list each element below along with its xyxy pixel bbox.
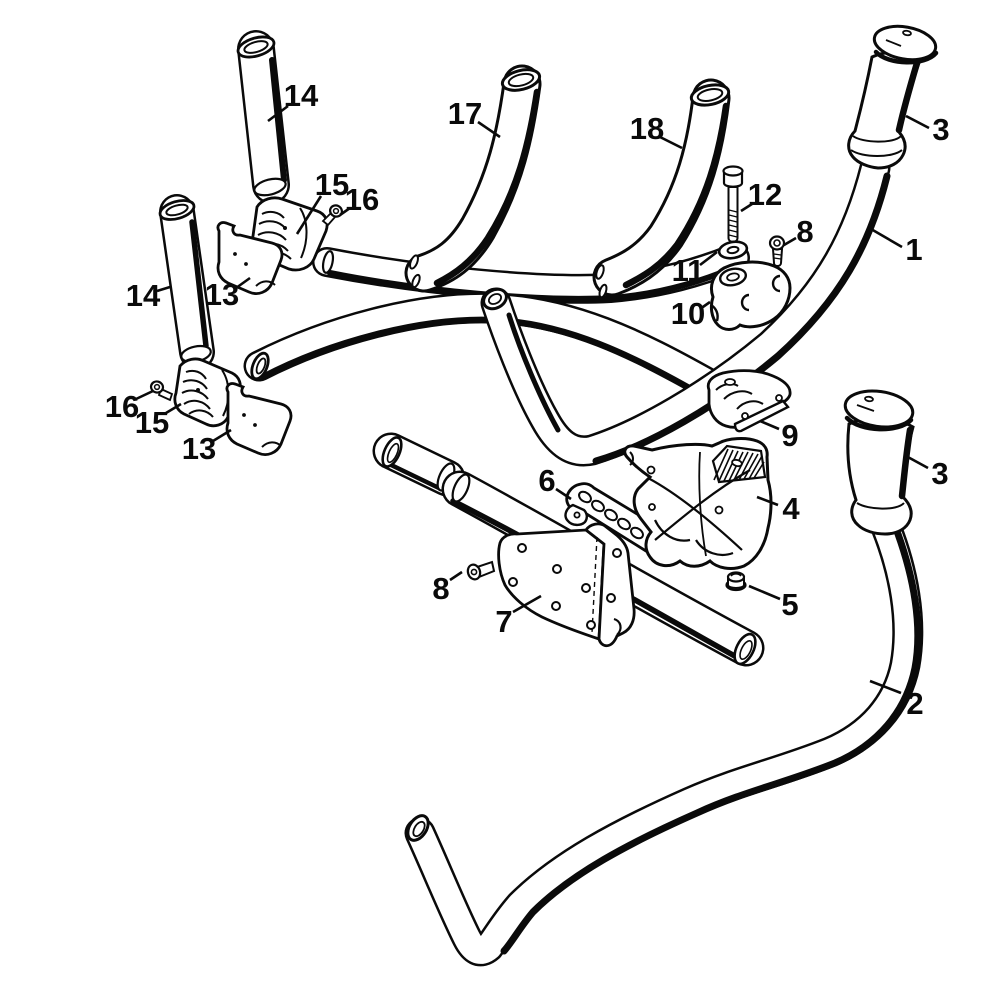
grip-tube-14-upper (236, 30, 290, 204)
handlebar-lower-bar (243, 292, 722, 398)
part-label-12: 12 (748, 177, 782, 212)
leader-line-14-left (156, 285, 171, 293)
part-label-9: 9 (781, 418, 798, 453)
part-label-10: 10 (671, 296, 705, 331)
screw-16-lower (149, 380, 174, 402)
leader-line-7 (512, 594, 542, 614)
grip-3-upper (847, 24, 939, 170)
clamp-cap-10 (709, 260, 792, 331)
part-label-16-lower: 16 (105, 389, 139, 424)
clamp-support-9 (706, 369, 792, 433)
part-label-11: 11 (672, 253, 705, 288)
leader-line-14-upper (267, 104, 289, 123)
leader-line-17 (477, 120, 501, 139)
part-label-15-lower: 15 (135, 405, 169, 440)
part-label-8-lower: 8 (432, 571, 449, 606)
tube-2-left-handlebar (404, 511, 924, 967)
part-label-14-upper: 14 (284, 78, 319, 113)
leader-line-12 (740, 202, 753, 213)
leader-line-4 (756, 495, 779, 507)
leader-line-15-upper (295, 195, 323, 235)
part-label-13-lower: 13 (182, 431, 216, 466)
part-label-4: 4 (782, 491, 800, 526)
leader-line-16-lower (135, 389, 154, 401)
leader-line-10 (699, 300, 711, 311)
part-label-6: 6 (538, 463, 555, 498)
clamp-bracket-7 (497, 522, 636, 648)
bolt-12 (722, 165, 744, 243)
grip-tube-14-lower (158, 194, 215, 370)
leader-line-13-upper (235, 276, 251, 290)
nut-5 (725, 571, 747, 592)
tube-18 (592, 78, 731, 299)
grip-3-lower (843, 389, 915, 536)
part-label-8-upper: 8 (796, 214, 813, 249)
part-label-1: 1 (905, 232, 922, 267)
leader-line-8-upper (783, 236, 797, 247)
leader-line-5 (748, 584, 781, 601)
part-label-7: 7 (495, 604, 512, 639)
leader-line-11 (699, 250, 718, 267)
leader-line-3-lower (905, 454, 929, 470)
part-label-16-upper: 16 (345, 182, 379, 217)
part-label-2: 2 (906, 686, 923, 721)
leader-line-15-lower (165, 402, 182, 415)
leader-line-9 (759, 419, 780, 431)
screw-8-upper (768, 235, 786, 267)
part-label-3-lower: 3 (931, 456, 948, 491)
part-label-5: 5 (781, 587, 798, 622)
part-label-13-upper: 13 (205, 277, 239, 312)
tube-17 (404, 64, 542, 293)
leader-line-1 (870, 227, 903, 249)
part-label-15-upper: 15 (315, 167, 349, 202)
part-label-17: 17 (448, 96, 482, 131)
support-bracket-4 (623, 437, 773, 570)
leader-line-13-lower (212, 428, 232, 443)
screw-8-lower (466, 560, 496, 581)
leader-line-16-upper (339, 206, 351, 217)
part-label-18: 18 (630, 111, 664, 146)
tube-1-right-handlebar (480, 152, 891, 467)
part-label-14-left: 14 (126, 278, 161, 313)
washer-11 (717, 240, 749, 260)
clamp-half-13-upper (216, 221, 284, 295)
leader-line-2 (869, 679, 902, 695)
leader-line-8-lower (449, 570, 463, 582)
clamp-half-13-lower (225, 382, 293, 456)
leader-line-3-upper (905, 114, 930, 130)
part-label-3-upper: 3 (932, 112, 949, 147)
leader-line-18 (659, 135, 683, 150)
leader-line-6 (555, 487, 572, 501)
